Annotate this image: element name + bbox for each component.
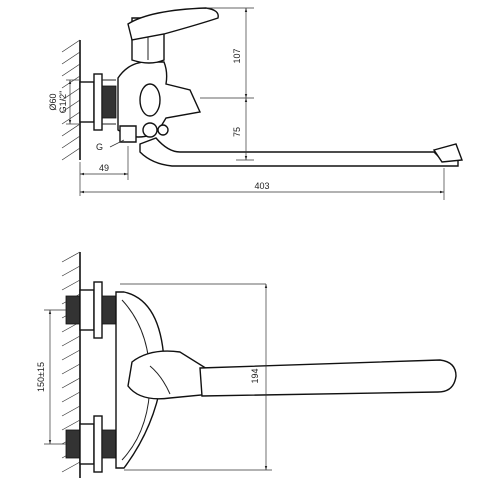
front-view: 150±15 194 xyxy=(36,251,457,478)
dim-194: 194 xyxy=(120,283,272,471)
eccentric-fitting-side xyxy=(79,73,117,131)
dim-diameter: Ø60 G1/2" xyxy=(48,79,80,125)
top-fitting-front xyxy=(65,281,117,339)
dim-403-text: 403 xyxy=(254,181,269,191)
dim-403: 403 xyxy=(80,168,445,200)
dim-150-text: 150±15 xyxy=(36,362,46,392)
dim-75: 75 xyxy=(232,98,254,161)
dim-75-text: 75 xyxy=(232,127,242,137)
lever-handle-side xyxy=(127,7,219,41)
inlet-thread-text: G1/2" xyxy=(58,91,68,114)
bottom-fitting-front xyxy=(65,415,117,473)
dim-49-text: 49 xyxy=(99,163,109,173)
dim-107-text: 107 xyxy=(232,48,242,63)
spout-side xyxy=(139,137,463,167)
dim-150: 150±15 xyxy=(36,309,66,445)
mixer-body-side xyxy=(117,61,202,143)
dim-194-text: 194 xyxy=(250,368,260,383)
lever-spout-front xyxy=(127,350,457,400)
outer-diameter-text: Ø60 xyxy=(48,93,58,110)
side-view: G 107 75 Ø60 G1/2" 49 xyxy=(48,7,463,200)
outlet-thread-label: G xyxy=(96,142,103,152)
dim-49: 49 xyxy=(79,146,129,196)
